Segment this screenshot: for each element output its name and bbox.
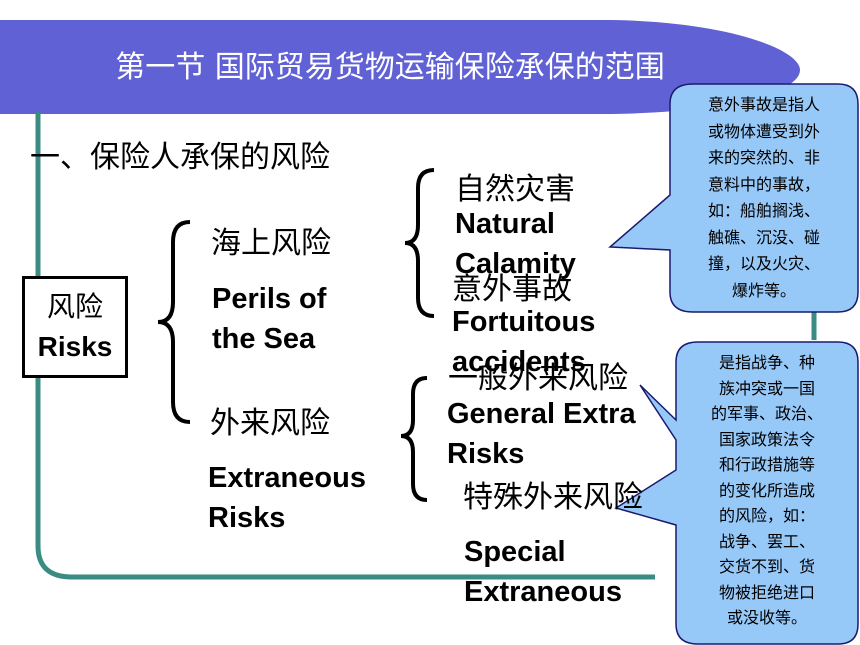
brace-extraneous [400,376,428,502]
natural-calamity-en: Natural Calamity [455,204,576,284]
special-extraneous-en: Special Extraneous [464,532,622,612]
callout-line: 来的突然的、非 [707,148,820,167]
root-risk-cn: 风险 [46,290,103,323]
callout-line: 族冲突或一国 [718,378,815,398]
frame-line [35,112,655,580]
marine-risk-en-line2: the Sea [212,323,316,355]
callout-line: 物被拒绝进口 [718,582,815,602]
root-risk-en: Risks [37,331,113,362]
general-extraneous-cn: 一般外来风险 [448,361,628,396]
general-extraneous-en-line2: Risks [447,438,525,470]
extraneous-risk-cn: 外来风险 [210,406,330,441]
callout-line: 是指战争、种 [718,353,815,372]
callout-line: 意外事故是指人 [707,95,820,114]
callout-accident-text: 意外事故是指人 或物体遭受到外 来的突然的、非 意料中的事故， 如：船舶搁浅、 … [672,92,856,304]
fortuitous-accident-en-line2: accidents [452,346,586,378]
root-risk-box: 风险 Risks [22,276,128,378]
callout-special-text: 是指战争、种 族冲突或一国 的军事、政治、 国家政策法令 和行政措施等 的变化所… [678,350,856,631]
callout-line: 撞，以及火灾、 [707,254,820,273]
marine-risk-cn: 海上风险 [211,226,331,261]
callout-accident-bubble [608,83,859,313]
callout-line: 触礁、沉没、碰 [707,227,820,247]
slide-title: 第一节 国际贸易货物运输保险承保的范围 [115,50,665,85]
marine-risk-en: Perils of the Sea [212,279,326,359]
general-extraneous-en: General Extra Risks [447,394,636,474]
callout-line: 如：船舶搁浅、 [707,201,820,220]
special-extraneous-cn: 特殊外来风险 [463,480,643,515]
fortuitous-accident-en: Fortuitous accidents [452,302,595,382]
callout-special-bubble [614,341,859,645]
callout-line: 或物体遭受到外 [707,121,820,141]
brace-risks [157,220,191,424]
callout-line: 的风险，如： [718,506,815,525]
marine-risk-en-line1: Perils of [212,283,327,315]
fortuitous-accident-en-line1: Fortuitous [452,306,596,338]
callout-line: 战争、罢工、 [718,531,815,551]
callout-line: 和行政措施等 [718,455,815,474]
brace-marine [404,168,435,318]
natural-calamity-cn: 自然灾害 [455,172,575,207]
callout-line: 或没收等。 [726,608,807,627]
section-heading: 一、保险人承保的风险 [30,140,330,175]
callout-line: 的军事、政治、 [710,404,823,423]
extraneous-risk-en-line2: Risks [208,502,286,534]
extraneous-risk-en: Extraneous Risks [208,458,366,538]
callout-line: 交货不到、货 [718,557,815,576]
callout-line: 国家政策法令 [718,429,815,449]
title-band [0,20,800,114]
natural-calamity-en-line1: Natural [455,208,555,240]
callout-line: 意料中的事故， [707,174,820,194]
extraneous-risk-en-line1: Extraneous [208,462,366,494]
callout-line: 爆炸等。 [731,280,796,300]
natural-calamity-en-line2: Calamity [455,248,576,280]
general-extraneous-en-line1: General Extra [447,398,636,430]
fortuitous-accident-cn: 意外事故 [452,272,572,307]
special-extraneous-en-line2: Extraneous [464,576,622,608]
callout-line: 的变化所造成 [718,480,815,500]
special-extraneous-en-line1: Special [464,536,566,568]
